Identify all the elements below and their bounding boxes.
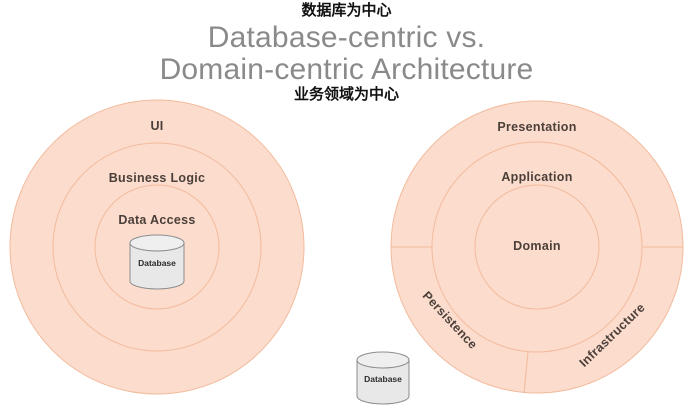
right-ring-label-application: Application	[501, 170, 572, 184]
database-icon-body	[129, 242, 185, 290]
right-diagram-domain-centric: Presentation Application Domain Persiste…	[390, 100, 684, 394]
right-ring-label-presentation: Presentation	[497, 120, 576, 134]
database-icon-body	[356, 359, 410, 405]
right-ring-label-domain: Domain	[513, 239, 561, 253]
floating-database-cylinder: Database	[356, 351, 410, 405]
database-icon-label: Database	[364, 374, 402, 384]
left-ring-middle-outline	[52, 142, 262, 352]
left-ring-outer-outline	[9, 99, 305, 395]
right-ring-inner-outline	[474, 184, 600, 310]
left-ring-label-business-logic: Business Logic	[109, 171, 206, 185]
database-icon-label: Database	[138, 258, 176, 268]
left-ring-label-data-access: Data Access	[118, 213, 195, 227]
right-ring-outer-fill	[391, 101, 683, 393]
right-divider-bottom	[523, 351, 529, 394]
left-ring-label-ui: UI	[150, 119, 163, 133]
database-icon-top	[356, 351, 410, 369]
database-icon-top	[129, 234, 185, 252]
left-database-cylinder: Database	[129, 234, 185, 290]
left-diagram-database-centric: UI Business Logic Data Access Database	[9, 99, 305, 395]
left-ring-inner-outline	[94, 184, 220, 310]
